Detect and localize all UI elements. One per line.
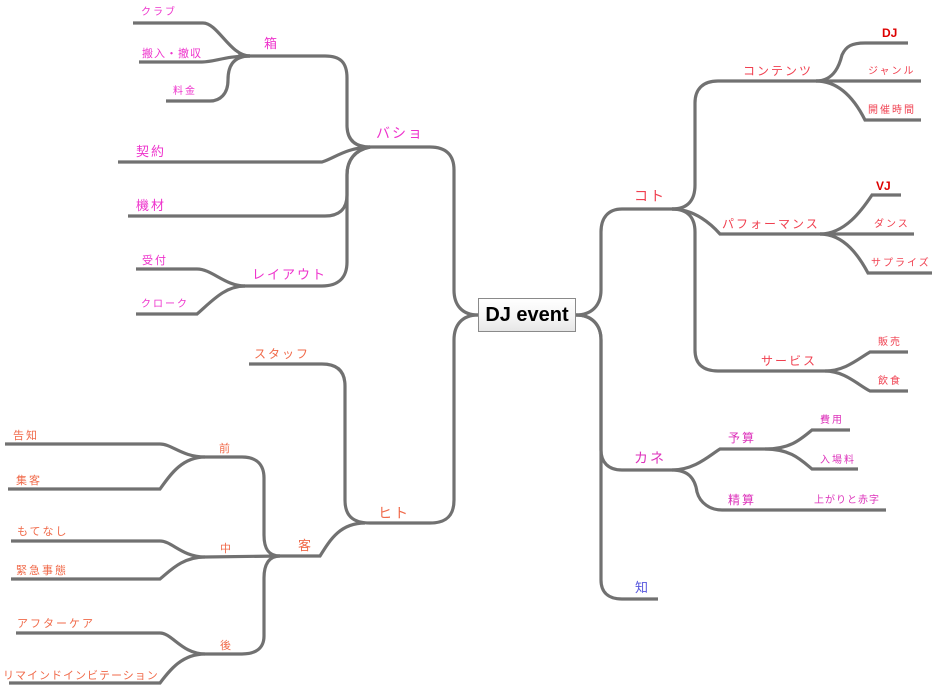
edge-yosan-hiyo (764, 428, 850, 451)
node-nyujoryo[interactable]: 入場料 (820, 455, 856, 466)
edge-layout-uketsuke (136, 267, 246, 288)
edge-perf-surprise (819, 232, 932, 275)
edge-root-kane (575, 313, 672, 472)
edge-mae-kokuchi (5, 442, 206, 459)
edge-koto-service (671, 207, 825, 373)
node-hannyu-tesshu[interactable]: 搬入・撤収 (142, 47, 202, 60)
node-agari-to-akaji[interactable]: 上がりと赤字 (814, 495, 880, 506)
node-seisan[interactable]: 精算 (728, 493, 757, 507)
node-layout[interactable]: レイアウト (252, 268, 328, 283)
edge-layout-cloak (136, 284, 246, 316)
edge-naka-motenashi (11, 539, 206, 559)
node-shukyaku[interactable]: 集客 (16, 474, 42, 487)
node-basho[interactable]: バショ (376, 126, 424, 142)
node-kaisai-jikan[interactable]: 開催時間 (868, 105, 916, 116)
node-dance[interactable]: ダンス (874, 219, 910, 230)
edge-yosan-nyujo (764, 447, 858, 471)
edge-basho-layout (240, 145, 371, 288)
edge-service-hanbai (824, 350, 908, 373)
node-kinkyu-jitai[interactable]: 緊急事態 (16, 564, 68, 577)
node-inshoku[interactable]: 飲食 (878, 376, 902, 387)
node-surprise[interactable]: サプライズ (871, 258, 931, 269)
node-club[interactable]: クラブ (141, 7, 177, 18)
node-genre[interactable]: ジャンル (868, 66, 916, 77)
edge-contents-dj (815, 41, 908, 83)
node-performance[interactable]: パフォーマンス (722, 217, 820, 231)
node-naka[interactable]: 中 (220, 542, 233, 555)
edge-kyaku-mae (205, 455, 281, 558)
edge-root-chi (575, 313, 658, 601)
node-uketsuke[interactable]: 受付 (142, 254, 168, 267)
node-hiyo[interactable]: 費用 (820, 415, 844, 426)
edge-service-inshoku (824, 369, 908, 393)
edge-hito-kyaku (280, 521, 366, 558)
node-motenashi[interactable]: もてなし (17, 525, 69, 538)
node-remind-invitation[interactable]: リマインドインビテーション (3, 669, 159, 682)
edge-hako-ryokin (166, 54, 251, 103)
node-kyaku[interactable]: 客 (298, 539, 314, 554)
edge-kyaku-ato (205, 554, 281, 656)
node-kane[interactable]: カネ (634, 451, 666, 467)
edge-kane-yosan (671, 447, 765, 472)
edge-contents-time (815, 79, 921, 122)
node-hito[interactable]: ヒト (378, 506, 410, 522)
node-kizai[interactable]: 機材 (136, 199, 167, 214)
node-chi[interactable]: 知 (635, 581, 651, 596)
edge-koto-contents (671, 79, 816, 211)
edge-mae-shukyaku (8, 455, 206, 491)
edge-ato-remind (9, 652, 206, 685)
edge-kyaku-naka (204, 554, 281, 559)
edge-hito-staff (249, 362, 371, 525)
node-kokuchi[interactable]: 告知 (13, 429, 39, 442)
node-cloak[interactable]: クローク (141, 299, 189, 310)
edge-root-koto (575, 207, 680, 317)
node-staff[interactable]: スタッフ (254, 347, 311, 361)
node-service[interactable]: サービス (761, 354, 818, 368)
node-contents[interactable]: コンテンツ (743, 64, 814, 78)
node-yosan[interactable]: 予算 (728, 431, 757, 445)
edge-kane-seisan (671, 468, 810, 512)
node-ryokin[interactable]: 料金 (173, 86, 197, 97)
node-ato[interactable]: 後 (220, 639, 233, 652)
node-vj[interactable]: VJ (876, 179, 891, 193)
edge-root-basho (370, 145, 479, 317)
root-node[interactable]: DJ event (478, 298, 576, 332)
edge-root-hito (370, 313, 479, 525)
edge-ato-aftercare (16, 631, 206, 656)
node-dj[interactable]: DJ (882, 26, 898, 40)
node-mae[interactable]: 前 (219, 442, 232, 455)
edge-basho-hako (238, 54, 371, 149)
node-hanbai[interactable]: 販売 (878, 337, 902, 348)
node-hako[interactable]: 箱 (264, 37, 280, 52)
node-keiyaku[interactable]: 契約 (136, 145, 167, 160)
node-aftercare[interactable]: アフターケア (17, 617, 95, 630)
edge-naka-kinkyu (11, 555, 206, 581)
node-koto[interactable]: コト (634, 189, 666, 205)
